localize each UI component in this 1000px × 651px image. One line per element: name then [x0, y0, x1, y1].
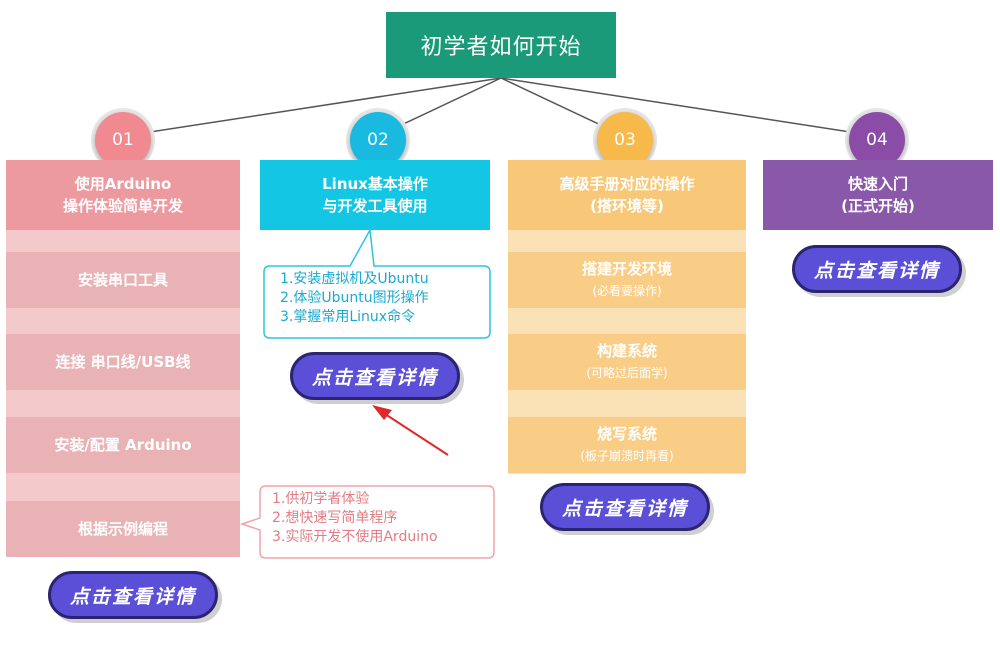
note-line: 1.安装虚拟机及Ubuntu: [280, 271, 429, 287]
step-label: 烧写系统: [596, 425, 657, 443]
column-01-header-line2: 操作体验简单开发: [62, 197, 183, 215]
column-02-details-button[interactable]: 点击查看详情: [290, 352, 460, 400]
step-sub: (可略过后面学): [586, 366, 668, 380]
column-03-details-button[interactable]: 点击查看详情: [540, 483, 710, 531]
badge-03-number: 03: [597, 112, 653, 168]
column-03-header-line2: (搭环境等): [590, 197, 664, 215]
column-03-step-1: 搭建开发环境 (必看要操作): [508, 252, 746, 308]
column-01-step-3: 安装/配置 Arduino: [6, 417, 240, 473]
column-01-details-button[interactable]: 点击查看详情: [48, 571, 218, 619]
column-01-step-2: 连接 串口线/USB线: [6, 334, 240, 390]
column-04-details-button[interactable]: 点击查看详情: [792, 245, 962, 293]
column-01-note-callout: [239, 485, 495, 559]
column-03-step-2: 构建系统 (可略过后面学): [508, 334, 746, 390]
step-sub: (必看要操作): [592, 284, 662, 298]
badge-02-number: 02: [350, 112, 406, 168]
column-04-header: 快速入门 (正式开始): [763, 160, 993, 230]
step-label: 构建系统: [596, 342, 657, 360]
step-sub: (板子崩溃时再看): [580, 449, 674, 463]
column-04-header-line2: (正式开始): [841, 197, 915, 215]
step-label: 安装串口工具: [77, 271, 168, 289]
red-pointer-arrow: [372, 405, 449, 456]
column-01-header-line1: 使用Arduino: [74, 175, 172, 193]
badge-01-number: 01: [95, 112, 151, 168]
note-line: 1.供初学者体验: [272, 491, 370, 507]
column-01-header: 使用Arduino 操作体验简单开发: [6, 160, 240, 230]
column-03-header-line1: 高级手册对应的操作: [559, 175, 695, 193]
column-01-step-1: 安装串口工具: [6, 252, 240, 308]
note-line: 2.体验Ubuntu图形操作: [280, 290, 429, 306]
column-02-header-line1: Linux基本操作: [322, 175, 428, 193]
note-line: 2.想快速写简单程序: [272, 510, 398, 526]
column-03-header: 高级手册对应的操作 (搭环境等): [508, 160, 746, 230]
note-line: 3.实际开发不使用Arduino: [272, 529, 438, 545]
column-04-header-line1: 快速入门: [847, 175, 908, 193]
step-label: 安装/配置 Arduino: [54, 436, 192, 454]
column-01-note-text: 1.供初学者体验 2.想快速写简单程序 3.实际开发不使用Arduino: [264, 488, 492, 549]
column-03-step-3: 烧写系统 (板子崩溃时再看): [508, 417, 746, 473]
column-02-header-line2: 与开发工具使用: [322, 197, 428, 215]
step-label: 根据示例编程: [77, 520, 168, 538]
step-label: 搭建开发环境: [581, 260, 672, 278]
column-02-note-text: 1.安装虚拟机及Ubuntu 2.体验Ubuntu图形操作 3.掌握常用Linu…: [272, 268, 486, 329]
badge-04-number: 04: [849, 112, 905, 168]
step-label: 连接 串口线/USB线: [55, 353, 191, 371]
column-01-step-4: 根据示例编程: [6, 501, 240, 557]
note-line: 3.掌握常用Linux命令: [280, 309, 416, 325]
column-02-note-callout: [263, 227, 491, 339]
column-02-header: Linux基本操作 与开发工具使用: [260, 160, 490, 230]
root-title: 初学者如何开始: [386, 12, 616, 78]
